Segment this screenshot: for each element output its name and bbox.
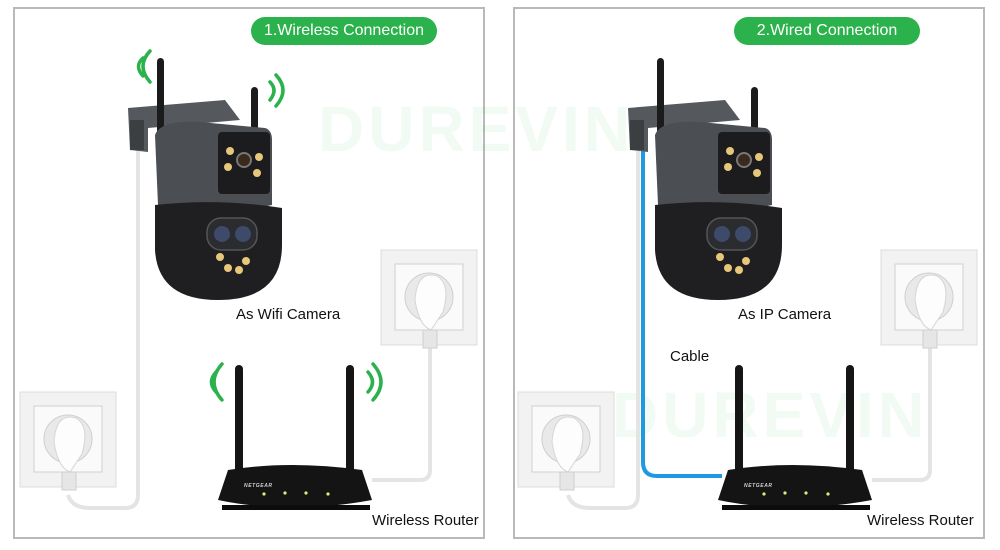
camera-image [127,57,283,301]
wall-socket [517,391,615,491]
router-label: Wireless Router [867,512,974,529]
router-label: Wireless Router [372,512,479,529]
power-cable [372,345,432,482]
router-brand-label: NETGEAR [244,483,273,489]
power-cable [66,150,140,510]
watermark: DUREVIN [612,379,929,451]
ethernet-cable [641,150,722,478]
router-brand-label: NETGEAR [744,483,773,489]
cable-label: Cable [670,348,710,365]
camera-label: As Wifi Camera [236,306,341,323]
power-cable [566,150,640,510]
camera-image [627,57,783,301]
wireless-connection-title: 1.Wireless Connection [251,17,437,45]
camera-label: As IP Camera [738,306,832,323]
router-image [718,365,872,510]
router-image [218,365,372,510]
wifi-signal-icon [136,49,383,402]
power-cable [872,345,932,482]
wall-socket [380,249,478,349]
wired-connection-title: 2.Wired Connection [734,17,920,45]
watermark: DUREVIN [318,93,635,165]
wall-socket [19,391,117,491]
wall-socket [880,249,978,349]
